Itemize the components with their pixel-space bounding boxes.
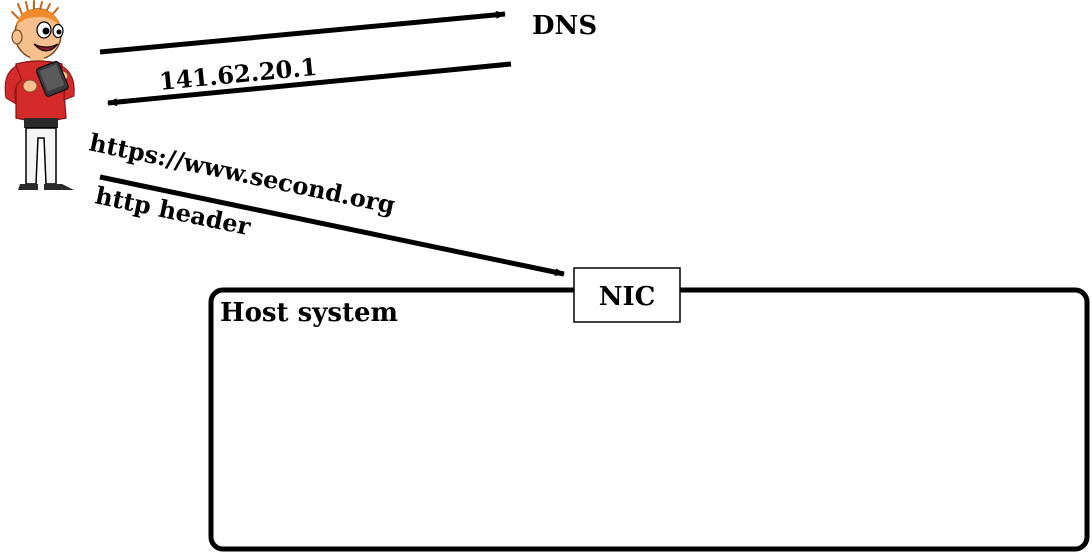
dns-query-arrow (99, 10, 506, 55)
dns-label: DNS (532, 11, 597, 41)
http-request-arrow (99, 174, 565, 277)
nic-box (573, 267, 681, 323)
host-system-box (208, 287, 1090, 552)
host-system-label: Host system (220, 298, 398, 328)
nic-label: NIC (599, 282, 656, 312)
user-cartoon-icon (4, 0, 75, 190)
dns-response-arrow (107, 61, 512, 107)
http-header-label: http header (93, 180, 254, 241)
